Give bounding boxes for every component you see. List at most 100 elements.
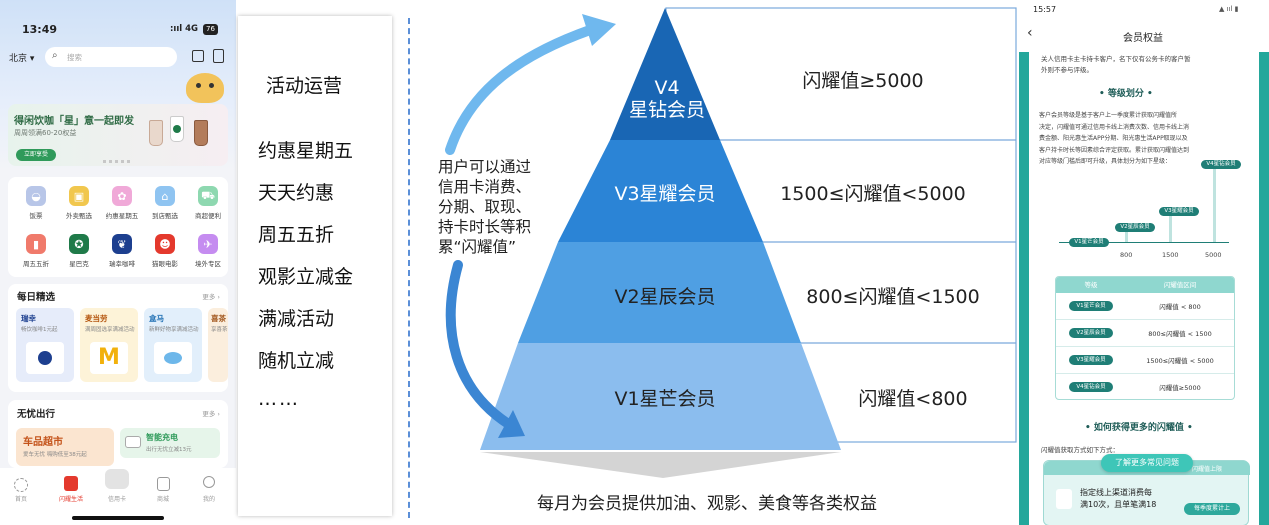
rice-bowl-icon[interactable]: ◒ bbox=[26, 186, 46, 206]
life-icon[interactable] bbox=[64, 476, 78, 491]
daily-item-name: 喜茶 bbox=[211, 314, 226, 323]
p2-card-tab: 闪耀值上限 bbox=[1192, 466, 1223, 473]
tier-v2-shape bbox=[518, 242, 801, 343]
accumulation-note: 用户可以通过 信用卡消费、 分期、取现、 持卡时长等积 累“闪耀值” bbox=[438, 158, 532, 256]
promo-banner[interactable]: 得闲饮咖「星」意一起即发 周周领满60-20权益 立即享受 bbox=[8, 104, 228, 166]
banner-enjoy-button[interactable]: 立即享受 bbox=[16, 149, 56, 161]
nav-mall[interactable]: 商城 bbox=[156, 496, 169, 503]
tier-v4-value: 闪耀值≥5000 bbox=[802, 70, 924, 92]
p2-section-earn-label: 如何获得更多的闪耀值 bbox=[1093, 423, 1184, 433]
tiger-mascot-icon bbox=[186, 73, 224, 103]
curved-arrow-up bbox=[445, 25, 595, 155]
back-chevron-icon[interactable]: ‹ bbox=[1027, 25, 1033, 41]
tier-v2-value: 800≤闪耀值<1500 bbox=[806, 286, 980, 308]
p2-title: 会员权益 bbox=[1123, 33, 1163, 44]
p2-axis-label: 5000 bbox=[1205, 251, 1222, 259]
p2-foot-line: 闪耀值获取方式如下方式： bbox=[1041, 446, 1119, 454]
battery-badge: 76 bbox=[203, 24, 218, 35]
daily-item-mcdonalds[interactable]: 麦当劳 满周固选享满减活动 M bbox=[80, 308, 138, 382]
home-indicator bbox=[72, 516, 164, 520]
daily-item-heytea[interactable]: 喜茶 享喜茶 bbox=[208, 308, 228, 382]
daily-item-desc: 畅饮咖啡1元起 bbox=[21, 327, 58, 333]
list-heading: 活动运营 bbox=[266, 75, 343, 97]
city-selector[interactable]: 北京 ▾ bbox=[9, 54, 35, 64]
maoyan-logo-icon[interactable]: ☻ bbox=[155, 234, 175, 254]
nav-home[interactable]: 首页 bbox=[14, 496, 27, 503]
luckin-logo-icon[interactable]: ❦ bbox=[112, 234, 132, 254]
nav-profile[interactable]: 我的 bbox=[202, 496, 215, 503]
car-store-title: 车品超市 bbox=[23, 437, 63, 448]
travel-more-link[interactable]: 更多 › bbox=[202, 410, 220, 418]
pyramid-shadow bbox=[480, 452, 841, 478]
list-item: 满减活动 bbox=[258, 308, 335, 330]
search-bar[interactable]: ⌕ 搜索 bbox=[45, 47, 177, 67]
store-icon[interactable]: ⌂ bbox=[155, 186, 175, 206]
range-cell: 闪耀值 < 800 bbox=[1159, 303, 1201, 311]
smart-charge-item[interactable]: 智能充电 出行无忧立减13元 bbox=[120, 428, 220, 458]
faq-button[interactable]: 了解更多常见问题 bbox=[1101, 454, 1193, 472]
travel-card: 无忧出行 更多 › 车品超市 爱车无忧 嗨购低至38元起 智能充电 出行无忧立减… bbox=[8, 400, 228, 468]
p2-header: 15:57 ▲ ııl ▮ ‹ 会员权益 bbox=[1019, 0, 1269, 52]
p2-axis-label: 1500 bbox=[1162, 251, 1179, 259]
takeout-bag-icon[interactable]: ▣ bbox=[69, 186, 89, 206]
iced-coffee-icon bbox=[194, 120, 208, 146]
nav-life[interactable]: 闪耀生活 bbox=[58, 496, 83, 503]
tier-v1-value: 闪耀值<800 bbox=[858, 388, 968, 410]
credit-card-icon[interactable] bbox=[105, 469, 129, 489]
list-ellipsis: …… bbox=[258, 388, 300, 410]
grid-item-label[interactable]: 周五五折 bbox=[23, 260, 49, 268]
list-item: 观影立减金 bbox=[258, 266, 354, 288]
grid-item-label[interactable]: 到店甄选 bbox=[152, 212, 178, 220]
status-signal: :ııl 4G bbox=[170, 24, 198, 34]
home-icon[interactable] bbox=[14, 478, 28, 492]
daily-item-hema[interactable]: 盒马 新鲜好物享满减活动 bbox=[144, 308, 202, 382]
search-icon: ⌕ bbox=[52, 50, 58, 61]
bookmark-icon[interactable]: ▮ bbox=[26, 234, 46, 254]
p2-axis-line bbox=[1059, 242, 1229, 243]
car-store-sub: 爱车无忧 嗨购低至38元起 bbox=[23, 452, 87, 458]
grid-item-label[interactable]: 约惠星期五 bbox=[105, 212, 139, 220]
grid-item-label[interactable]: 瑞幸咖啡 bbox=[109, 260, 135, 268]
p2-intro: 关人信用卡主卡持卡客户，名下仅有公务卡的客户暂 外则不参与评级。 bbox=[1041, 55, 1191, 74]
daily-item-luckin[interactable]: 瑞幸 畅饮咖啡1元起 bbox=[16, 308, 74, 382]
p2-card-title: 指定线上渠道消费每 满10次，且单笔满18 bbox=[1080, 488, 1157, 509]
benefit-caption: 每月为会员提供加油、观影、美食等各类权益 bbox=[537, 494, 877, 514]
gift-icon[interactable]: ✿ bbox=[112, 186, 132, 206]
p2-head-range: 闪耀值区间 bbox=[1163, 281, 1197, 289]
cart-icon[interactable]: ⛟ bbox=[198, 186, 218, 206]
p2-status-time: 15:57 bbox=[1033, 5, 1057, 14]
dashed-divider bbox=[408, 18, 410, 518]
banner-subtitle: 周周领满60-20权益 bbox=[14, 129, 77, 137]
starbucks-logo-icon[interactable]: ✪ bbox=[69, 234, 89, 254]
grid-item-label[interactable]: 星巴克 bbox=[69, 260, 89, 268]
daily-item-desc: 满周固选享满减活动 bbox=[85, 327, 135, 333]
scan-icon[interactable] bbox=[192, 50, 204, 62]
smart-charge-sub: 出行无忧立减13元 bbox=[146, 447, 192, 453]
car-store-item[interactable]: 车品超市 爱车无忧 嗨购低至38元起 bbox=[16, 428, 114, 466]
table-row: V1星芒会员闪耀值 < 800 bbox=[1056, 293, 1234, 320]
daily-picks-card: 每日精选 更多 › 瑞幸 畅饮咖啡1元起 麦当劳 满周固选享满减活动 M 盒马 … bbox=[8, 284, 228, 392]
p2-level-pill: V2星辰会员 bbox=[1115, 223, 1155, 232]
grid-item-label[interactable]: 饭票 bbox=[29, 212, 43, 220]
p2-earn-card: 闪耀值上限 指定线上渠道消费每 满10次，且单笔满18 每季度累计上 bbox=[1043, 460, 1250, 525]
grid-item-label[interactable]: 境外专区 bbox=[195, 260, 221, 268]
profile-icon[interactable] bbox=[203, 476, 215, 488]
bill-icon[interactable] bbox=[213, 49, 224, 63]
plane-icon[interactable]: ✈ bbox=[198, 234, 218, 254]
tier-v4-label: V4 星钻会员 bbox=[628, 77, 705, 121]
list-item: 周五五折 bbox=[258, 224, 335, 246]
grid-item-label[interactable]: 商超便利 bbox=[195, 212, 221, 220]
phone-screen-life-app: 13:49 :ııl 4G 76 北京 ▾ ⌕ 搜索 得闲饮咖「星」意一起即发 … bbox=[0, 0, 236, 525]
p2-section-earn: • 如何获得更多的闪耀值 • bbox=[1085, 423, 1193, 433]
nav-credit-card[interactable]: 信用卡 bbox=[107, 496, 126, 503]
service-grid: ◒ 饭票 ▣ 外卖甄选 ✿ 约惠星期五 ⌂ 到店甄选 ⛟ 商超便利 ▮ 周五五折 ✪ 星巴克 ❦ 瑞幸咖啡 ☻ 猫… bbox=[8, 177, 228, 277]
level-pill: V3星耀会员 bbox=[1069, 355, 1113, 365]
grid-item-label[interactable]: 猫眼电影 bbox=[152, 260, 178, 268]
p2-head-level: 等级 bbox=[1084, 281, 1098, 289]
mall-icon[interactable] bbox=[157, 477, 170, 491]
grid-item-label[interactable]: 外卖甄选 bbox=[66, 212, 92, 220]
daily-picks-title: 每日精选 bbox=[17, 292, 56, 303]
daily-more-link[interactable]: 更多 › bbox=[202, 293, 220, 301]
